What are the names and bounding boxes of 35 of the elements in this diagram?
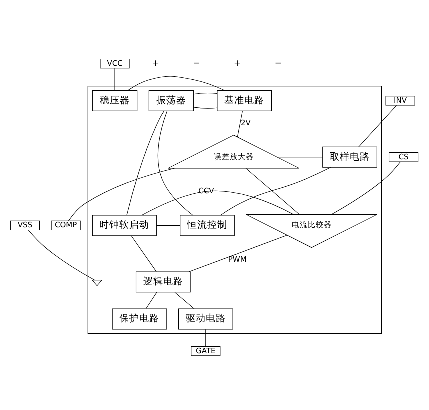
connector	[194, 107, 218, 109]
connector	[28, 230, 96, 281]
label: +	[234, 58, 242, 69]
node-box: 基准电路	[217, 90, 272, 112]
connector	[68, 168, 175, 222]
connector	[220, 167, 332, 216]
label: −	[274, 58, 282, 69]
cluster	[88, 86, 382, 334]
node-box: 保护电路	[112, 308, 168, 330]
connector	[194, 93, 218, 95]
node-ground	[92, 280, 103, 286]
connector	[277, 157, 323, 158]
connector	[114, 68, 116, 91]
connector	[128, 76, 226, 91]
connector	[131, 236, 157, 272]
node-box: 恒流控制	[180, 215, 235, 236]
label: −	[193, 58, 200, 69]
node-box: 逻辑电路	[136, 272, 191, 293]
connector	[237, 111, 243, 138]
connector	[246, 168, 300, 215]
connector	[332, 162, 401, 215]
connector	[189, 235, 288, 272]
connector	[156, 225, 181, 226]
connector	[142, 190, 294, 216]
connector	[158, 110, 194, 216]
connector	[358, 105, 398, 148]
label: +	[152, 58, 160, 69]
connector	[126, 111, 164, 216]
connector	[146, 292, 158, 310]
node-box: 取样电路	[322, 146, 378, 168]
node-box: 稳压器	[92, 90, 138, 112]
node-box: 时钟软启动	[92, 215, 157, 236]
node-box: 振荡器	[148, 90, 194, 112]
connector	[174, 292, 195, 310]
node-box: 驱动电路	[178, 308, 234, 330]
